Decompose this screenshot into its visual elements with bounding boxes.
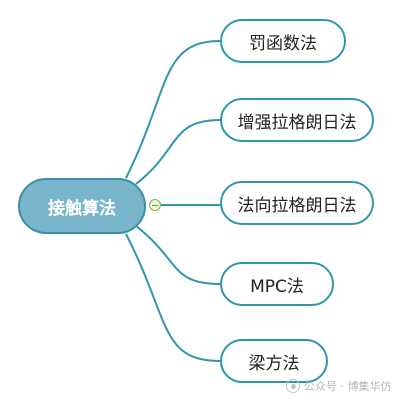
collapse-minus-icon[interactable] <box>149 199 161 211</box>
branch-node-beam[interactable]: 梁方法 <box>220 339 328 383</box>
watermark: 公众号 · 博集华仿 <box>286 378 392 394</box>
branch-node-augmented-lagrange[interactable]: 增强拉格朗日法 <box>220 98 374 142</box>
branch-node-label: 法向拉格朗日法 <box>237 195 357 216</box>
connector-to-node-3 <box>135 225 221 285</box>
root-node-label: 接触算法 <box>48 198 116 219</box>
branch-node-mpc[interactable]: MPC法 <box>220 262 334 306</box>
branch-node-label: 梁方法 <box>248 353 300 374</box>
branch-node-label: 增强拉格朗日法 <box>237 112 357 133</box>
branch-node-penalty[interactable]: 罚函数法 <box>220 19 346 63</box>
branch-node-label: 罚函数法 <box>249 33 317 54</box>
wechat-icon <box>286 379 300 393</box>
connector-to-node-1 <box>135 119 221 185</box>
connector-to-node-4 <box>125 233 221 362</box>
watermark-text: 公众号 · 博集华仿 <box>304 380 392 393</box>
root-node[interactable]: 接触算法 <box>18 178 146 234</box>
connector-to-node-0 <box>125 40 221 179</box>
branch-node-label: MPC法 <box>250 276 304 297</box>
branch-node-normal-lagrange[interactable]: 法向拉格朗日法 <box>220 181 374 225</box>
